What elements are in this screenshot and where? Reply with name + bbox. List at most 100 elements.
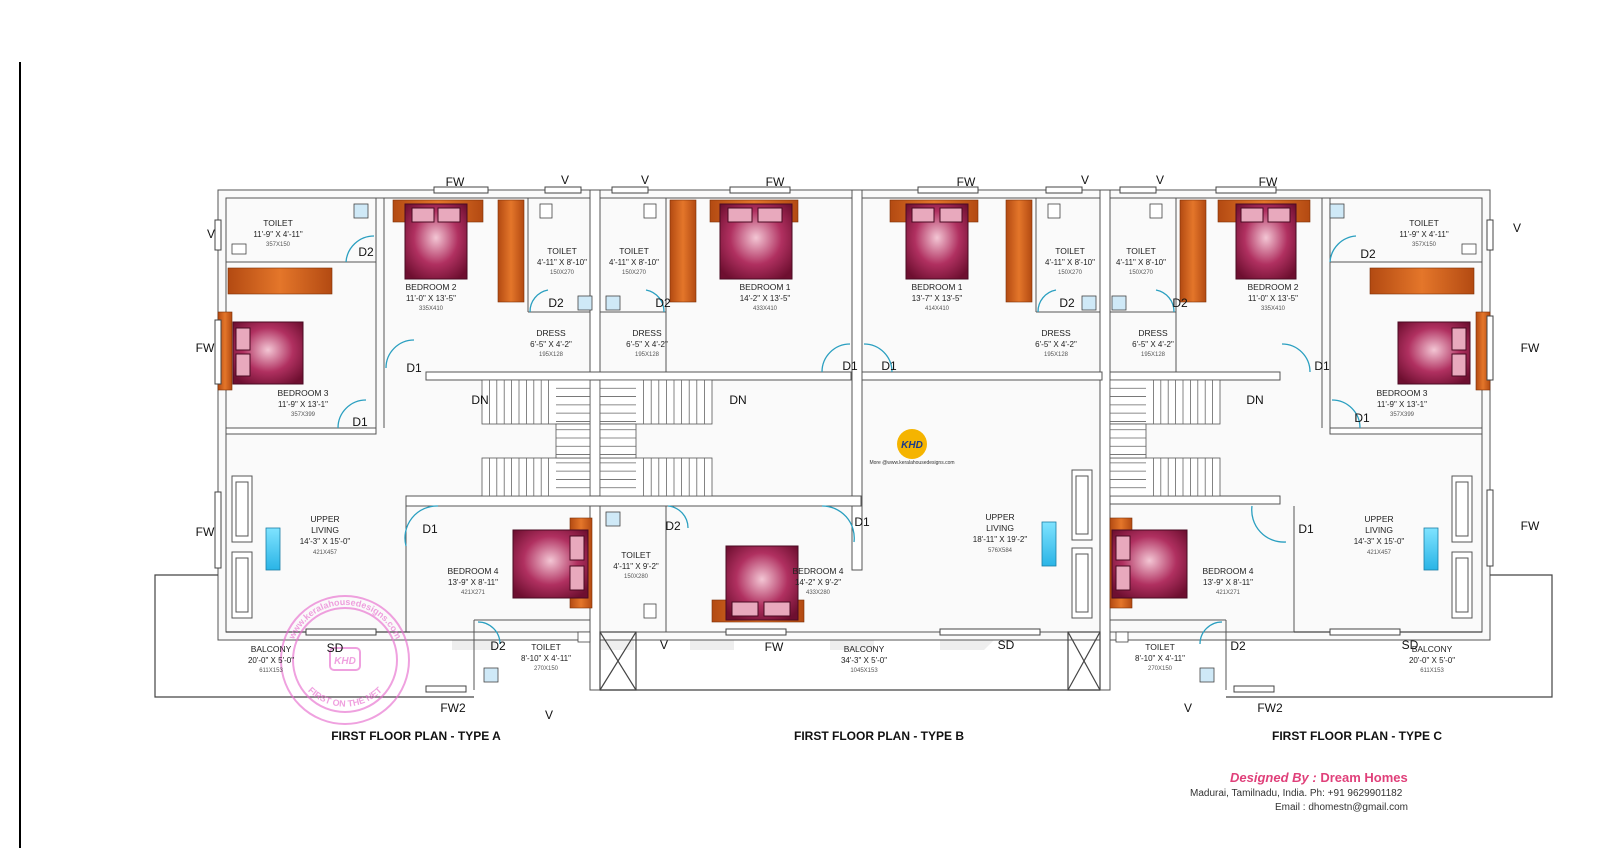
a_dress-size: 6'-5" X 4'-2": [530, 340, 572, 349]
bed-c-bedroom3: [1397, 321, 1471, 385]
b_bedroom1_l-size: 14'-2" X 13'-5": [740, 294, 791, 303]
c_bedroom3-size: 11'-9" X 13'-1": [1377, 400, 1427, 409]
a_toilet_top-metric: 357X150: [266, 242, 291, 248]
mark-d2-34: D2: [1230, 639, 1246, 653]
mark-d1-22: D1: [842, 359, 858, 373]
b_toilet_mid-metric: 150X280: [624, 574, 649, 580]
b_toilet_r-metric: 150X270: [1058, 270, 1083, 276]
mark-dn-27: DN: [729, 393, 746, 407]
designer-address: Madurai, Tamilnadu, India. Ph: +91 96299…: [1190, 788, 1403, 799]
b_toilet_l-size: 4'-11" X 8'-10": [609, 258, 659, 267]
a_toilet_top-size: 11'-9" X 4'-11": [253, 230, 303, 239]
bed-a-bedroom3: [232, 321, 304, 385]
a_dress-metric: 195X128: [539, 352, 564, 358]
mark-d2-19: D2: [1360, 247, 1376, 261]
b_dress_r-name: DRESS: [1041, 328, 1071, 338]
bed-a-bedroom2: [404, 203, 468, 280]
c_balcony-size: 20'-0" X 5'-0": [1409, 656, 1455, 665]
mark-sd-37: SD: [1402, 638, 1419, 652]
a_balcony-metric: 611X153: [259, 668, 283, 674]
a_upper_living-metric: 421X457: [313, 550, 338, 556]
b_upper_living-name-line2: LIVING: [986, 523, 1014, 533]
mark-d2-14: D2: [358, 245, 374, 259]
a_upper_living-name-line1: UPPER: [310, 514, 339, 524]
mark-fw-13: FW: [1521, 519, 1540, 533]
b_bedroom1_l-name: BEDROOM 1: [739, 282, 790, 292]
b_bedroom1_r-metric: 414X410: [925, 306, 950, 312]
b_bedroom1_r-size: 13'-7" X 13'-5": [912, 294, 963, 303]
mark-d1-30: D1: [854, 515, 870, 529]
mark-d1-29: D1: [422, 522, 438, 536]
c_bedroom2-name: BEDROOM 2: [1247, 282, 1298, 292]
bed-a-bedroom4: [512, 529, 589, 599]
c_toilet_low-metric: 270X150: [1148, 666, 1173, 672]
khd-logo: KHD More @www.keralahousedesigns.com: [869, 429, 955, 466]
mark-d2-32: D2: [665, 519, 681, 533]
b_dress_r-metric: 195X128: [1044, 352, 1069, 358]
mark-dn-26: DN: [471, 393, 488, 407]
b_upper_living-size: 18'-11" X 19'-2": [973, 535, 1028, 544]
mark-fw-10: FW: [196, 341, 215, 355]
mark-v-5: V: [1081, 173, 1089, 187]
bed-b-bedroom4: [725, 545, 799, 621]
mark-d2-33: D2: [490, 639, 506, 653]
mark-sd-36: SD: [998, 638, 1015, 652]
c_toilet_top-name: TOILET: [1409, 218, 1439, 228]
c_bedroom3-metric: 357X399: [1390, 412, 1415, 418]
c_upper_living-name-line2: LIVING: [1365, 525, 1393, 535]
mark-d1-21: D1: [352, 415, 368, 429]
a_bedroom3-name: BEDROOM 3: [277, 388, 328, 398]
mark-v-8: V: [207, 227, 215, 241]
mark-v-41: V: [545, 708, 553, 722]
mark-d2-18: D2: [1172, 296, 1188, 310]
b_dress_r-size: 6'-5" X 4'-2": [1035, 340, 1077, 349]
a_toilet_low-metric: 270X150: [534, 666, 559, 672]
a_bedroom4-size: 13'-9" X 8'-11": [448, 578, 498, 587]
mark-v-1: V: [561, 173, 569, 187]
b_bedroom4-name: BEDROOM 4: [792, 566, 843, 576]
mark-fw2-43: FW2: [1257, 701, 1283, 715]
b_bedroom1_r-name: BEDROOM 1: [911, 282, 962, 292]
glass-tables: [265, 521, 1439, 571]
khd-website-text: More @www.keralahousedesigns.com: [869, 460, 954, 466]
b_balcony-name: BALCONY: [844, 644, 885, 654]
designer-email: Email : dhomestn@gmail.com: [1275, 802, 1408, 813]
b_toilet_l-name: TOILET: [619, 246, 649, 256]
c_dress-metric: 195X128: [1141, 352, 1166, 358]
c_bedroom4-name: BEDROOM 4: [1202, 566, 1253, 576]
a_bedroom4-name: BEDROOM 4: [447, 566, 498, 576]
c_upper_living-size: 14'-3" X 15'-0": [1354, 537, 1405, 546]
a_toilet_mid-size: 4'-11" X 8'-10": [537, 258, 587, 267]
mark-d2-17: D2: [1059, 296, 1075, 310]
mark-fw-3: FW: [766, 175, 785, 189]
mark-fw-12: FW: [196, 525, 215, 539]
b_bedroom1_l-metric: 433X410: [753, 306, 778, 312]
c_toilet_mid-name: TOILET: [1126, 246, 1156, 256]
b_toilet_mid-size: 4'-11" X 9'-2": [613, 562, 659, 571]
a_bedroom2-name: BEDROOM 2: [405, 282, 456, 292]
mark-v-9: V: [1513, 221, 1521, 235]
c_upper_living-name-line1: UPPER: [1364, 514, 1393, 524]
a_balcony-name: BALCONY: [251, 644, 292, 654]
b_toilet_l-metric: 150X270: [622, 270, 647, 276]
bed-c-bedroom2: [1235, 203, 1297, 280]
b_upper_living-name-line1: UPPER: [985, 512, 1014, 522]
a_toilet_mid-metric: 150X270: [550, 270, 575, 276]
c_balcony-metric: 611X153: [1420, 668, 1444, 674]
plan-title-type-b: FIRST FLOOR PLAN - TYPE B: [794, 729, 964, 743]
c_toilet_mid-metric: 150X270: [1129, 270, 1154, 276]
khd-logo-text: KHD: [901, 440, 923, 451]
mark-fw2-40: FW2: [440, 701, 466, 715]
mark-fw-0: FW: [446, 175, 465, 189]
a_upper_living-name-line2: LIVING: [311, 525, 339, 535]
b_toilet_r-name: TOILET: [1055, 246, 1085, 256]
c_toilet_mid-size: 4'-11" X 8'-10": [1116, 258, 1166, 267]
a_dress-name: DRESS: [536, 328, 566, 338]
a_toilet_low-size: 8'-10" X 4'-11": [521, 654, 571, 663]
staircases: [481, 379, 1221, 497]
a_bedroom2-size: 11'-0" X 13'-5": [406, 294, 456, 303]
b_dress_l-metric: 195X128: [635, 352, 660, 358]
b_toilet_mid-name: TOILET: [621, 550, 651, 560]
a_bedroom4-metric: 421X271: [461, 590, 486, 596]
